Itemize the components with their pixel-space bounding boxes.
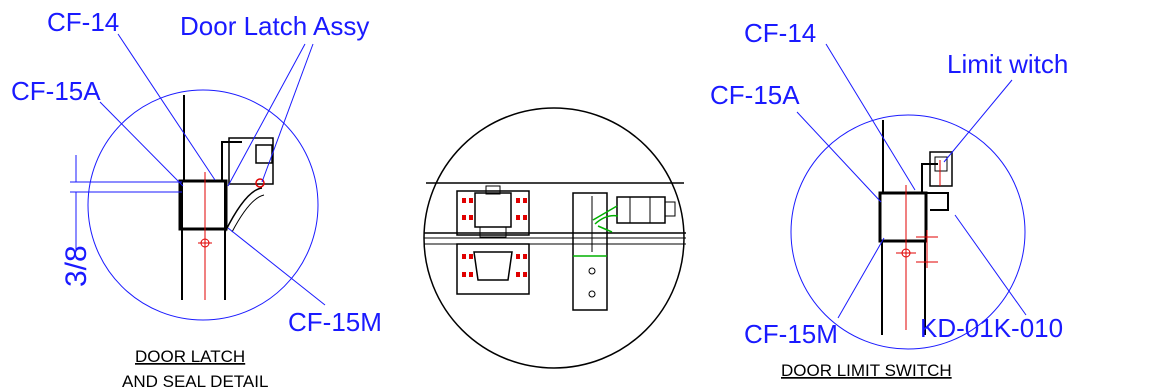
switch-actuator bbox=[592, 205, 619, 233]
leader-line bbox=[117, 33, 216, 181]
label-kd01k010: KD-01K-010 bbox=[920, 313, 1063, 343]
label-cf14: CF-14 bbox=[744, 18, 816, 48]
latch-base bbox=[456, 243, 530, 295]
left-latch-bracket bbox=[221, 141, 242, 182]
plate-hole bbox=[588, 267, 596, 275]
label-cf15a: CF-15A bbox=[710, 80, 800, 110]
leader-line bbox=[227, 43, 306, 187]
leader-line bbox=[99, 101, 184, 187]
label-door-latch-assy: Door Latch Assy bbox=[180, 11, 369, 41]
limit-switch-box bbox=[929, 151, 953, 187]
limit-switch-end bbox=[664, 201, 676, 217]
leader-line bbox=[943, 79, 1013, 163]
left-tube-section bbox=[178, 179, 228, 231]
label-cf14: CF-14 bbox=[47, 7, 119, 37]
right-detail-circle bbox=[790, 114, 1026, 350]
left-seal-curve bbox=[224, 187, 263, 233]
label-cf15m: CF-15M bbox=[744, 319, 838, 349]
limit-switch-head bbox=[934, 156, 948, 172]
door-limit-switch-detail: CF-14 Limit witch CF-15A CF-15M KD-01K-0… bbox=[710, 18, 1068, 380]
leader-line bbox=[825, 43, 916, 191]
center-detail bbox=[423, 107, 686, 369]
label-limit-switch: Limit witch bbox=[947, 49, 1068, 79]
left-latch-pin bbox=[255, 178, 265, 188]
leader-line bbox=[227, 227, 326, 306]
switch-plate bbox=[572, 192, 608, 311]
left-seal-curve bbox=[231, 194, 265, 233]
label-dimension: 3/8 bbox=[60, 245, 93, 287]
label-cf15a: CF-15A bbox=[11, 76, 101, 106]
caption-line2: AND SEAL DETAIL bbox=[122, 372, 268, 391]
leader-line bbox=[796, 111, 882, 203]
latch-block-core bbox=[474, 192, 512, 228]
bolt-holes bbox=[462, 198, 527, 220]
leader-line bbox=[837, 237, 885, 319]
limit-switch-body bbox=[616, 196, 666, 224]
latch-block bbox=[456, 190, 530, 236]
latch-base-body bbox=[473, 251, 513, 281]
plate-hole bbox=[588, 290, 596, 298]
bolt-holes bbox=[462, 254, 527, 277]
label-cf15m: CF-15M bbox=[288, 307, 382, 337]
right-tube-section bbox=[878, 191, 928, 243]
right-bracket bbox=[926, 192, 949, 211]
left-latch-body bbox=[228, 137, 274, 185]
door-latch-detail: CF-14 Door Latch Assy CF-15A 3/8 CF-15M … bbox=[11, 7, 382, 391]
leader-line bbox=[261, 43, 314, 183]
right-bracket bbox=[921, 163, 938, 193]
caption-line1: DOOR LATCH bbox=[135, 347, 245, 366]
latch-block-cap bbox=[485, 185, 501, 195]
leader-line bbox=[954, 214, 1027, 316]
latch-block-cap bbox=[479, 226, 507, 238]
caption: DOOR LIMIT SWITCH bbox=[781, 361, 952, 380]
left-detail-circle bbox=[87, 89, 319, 321]
